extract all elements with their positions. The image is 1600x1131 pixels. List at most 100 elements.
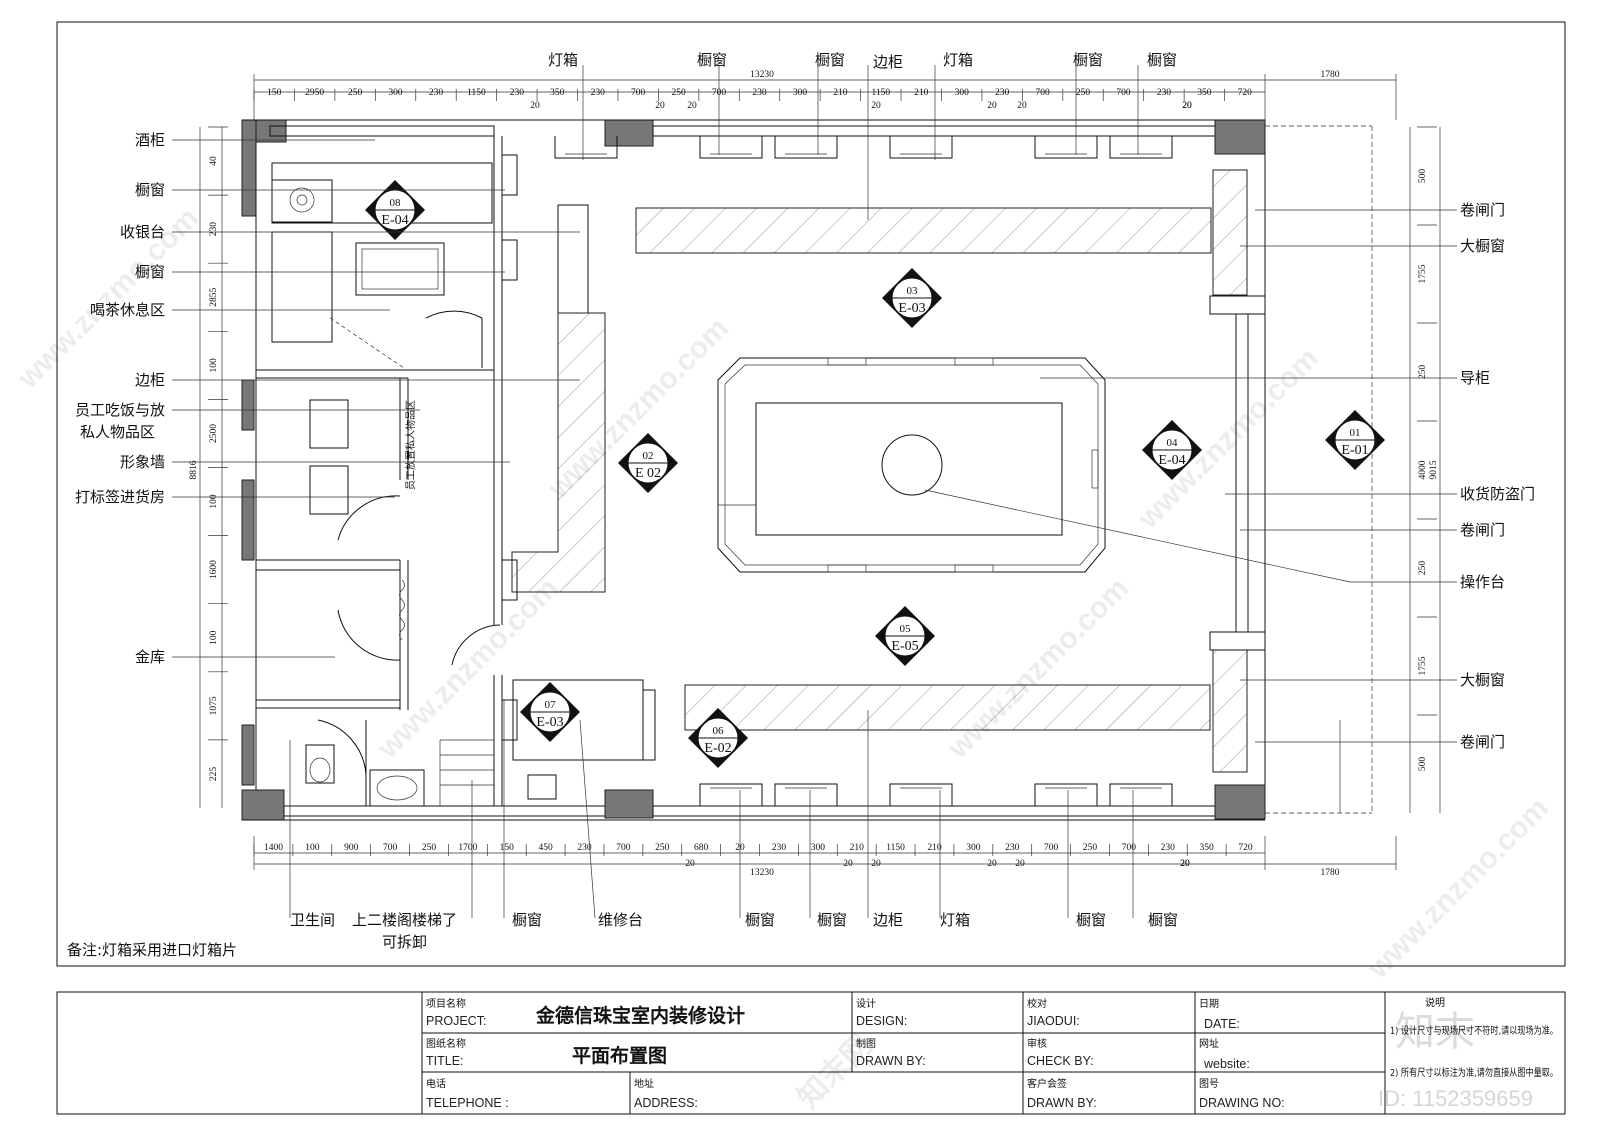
project-label-en: PROJECT: bbox=[426, 1014, 486, 1028]
section-marker-ref: E-05 bbox=[891, 639, 918, 654]
label-vault: 金库 bbox=[135, 648, 165, 666]
label-side-cabinet: 边柜 bbox=[135, 371, 165, 389]
top-display-windows bbox=[554, 136, 1173, 159]
dim-bottom-value: 210 bbox=[850, 843, 865, 853]
dim-top-value: 230 bbox=[752, 88, 767, 98]
section-marker-ref: E-04 bbox=[1158, 453, 1185, 468]
dim-top-small: 20 bbox=[1182, 101, 1192, 111]
label-shutter-1: 卷闸门 bbox=[1460, 201, 1505, 219]
dim-bottom-value: 210 bbox=[927, 843, 942, 853]
dim-left-value: 2500 bbox=[209, 424, 219, 443]
section-marker-ref: E-04 bbox=[381, 213, 408, 228]
top-label-group: 灯箱 橱窗 橱窗 边柜 灯箱 橱窗 橱窗 bbox=[548, 51, 1177, 71]
section-marker-number: 01 bbox=[1350, 427, 1361, 439]
section-marker-number: 02 bbox=[643, 450, 654, 462]
dim-bottom-small: 20 bbox=[987, 859, 997, 869]
dim-top-value: 350 bbox=[1197, 88, 1212, 98]
dim-left-value: 100 bbox=[209, 358, 219, 373]
display-window-niche bbox=[1034, 783, 1098, 806]
dim-top-small: 20 bbox=[871, 101, 881, 111]
label-image-wall: 形象墙 bbox=[120, 453, 165, 471]
label-bottom-window-1: 橱窗 bbox=[512, 911, 542, 929]
tel-label-cn: 电话 bbox=[426, 1077, 446, 1090]
dim-bottom-value: 230 bbox=[772, 843, 787, 853]
section-marker: 06E-02 bbox=[688, 708, 748, 768]
label-staff-2: 私人物品区 bbox=[80, 423, 155, 441]
title-label-cn: 图纸名称 bbox=[426, 1037, 466, 1050]
label-top-window-4: 橱窗 bbox=[1147, 51, 1177, 69]
dim-bottom-value: 230 bbox=[577, 843, 592, 853]
drawn-label-cn: 制图 bbox=[856, 1037, 876, 1050]
dim-bottom-total: 13230 bbox=[750, 868, 774, 878]
display-window-niche bbox=[1109, 136, 1173, 159]
section-marker-number: 04 bbox=[1167, 437, 1179, 449]
drawn-label-en: DRAWN BY: bbox=[856, 1054, 926, 1068]
section-marker-ref: E 02 bbox=[635, 466, 661, 481]
staff-area-label: 员工放置私人物品区 bbox=[404, 400, 417, 490]
dim-left-value: 1600 bbox=[209, 560, 219, 579]
display-window-niche bbox=[889, 136, 953, 159]
label-window-1: 橱窗 bbox=[135, 181, 165, 199]
section-marker-number: 06 bbox=[713, 725, 725, 737]
label-staff-1: 员工吃饭与放 bbox=[75, 401, 165, 419]
watermark-brand: 知末网 bbox=[792, 1028, 879, 1115]
left-rooms: 员工放置私人物品区 bbox=[256, 136, 557, 807]
dim-bottom-value: 1400 bbox=[264, 843, 283, 853]
remark-note: 备注:灯箱采用进口灯箱片 bbox=[67, 941, 237, 959]
section-marker: 01E-01 bbox=[1325, 410, 1385, 470]
watermark-logo: 知末 bbox=[1395, 1009, 1475, 1055]
title-label-en: TITLE: bbox=[426, 1054, 464, 1068]
section-marker-number: 07 bbox=[545, 699, 557, 711]
dim-left-value: 230 bbox=[209, 222, 219, 237]
dim-bottom-small: 20 bbox=[1180, 859, 1190, 869]
dim-left-value: 100 bbox=[209, 494, 219, 509]
dim-top-value: 700 bbox=[1035, 88, 1050, 98]
dim-top-value: 1150 bbox=[467, 88, 486, 98]
dim-left-value: 225 bbox=[209, 767, 219, 782]
dim-top-value: 210 bbox=[914, 88, 929, 98]
label-top-window-2: 橱窗 bbox=[815, 51, 845, 69]
label-shutter-3: 卷闸门 bbox=[1460, 733, 1505, 751]
counters bbox=[501, 154, 1212, 761]
dim-bottom-value: 720 bbox=[1238, 843, 1253, 853]
leader-lines bbox=[172, 65, 1457, 919]
dim-right-value: 1755 bbox=[1418, 264, 1428, 283]
dim-bottom-value: 300 bbox=[966, 843, 981, 853]
section-marker-ref: E-03 bbox=[536, 715, 563, 730]
drawing-title: 平面布置图 bbox=[572, 1044, 667, 1067]
dim-top-value: 300 bbox=[793, 88, 808, 98]
dim-bottom-value: 700 bbox=[1044, 843, 1059, 853]
label-shutter-2: 卷闸门 bbox=[1460, 521, 1505, 539]
display-window-niche bbox=[1034, 136, 1098, 159]
dim-bottom-value: 680 bbox=[694, 843, 709, 853]
dim-top-right: 1780 bbox=[1321, 70, 1340, 80]
dim-bottom-value: 700 bbox=[616, 843, 631, 853]
label-top-lightbox-1: 灯箱 bbox=[548, 51, 578, 69]
section-marker: 07E-03 bbox=[520, 682, 580, 742]
dim-bottom-value: 150 bbox=[500, 843, 515, 853]
left-label-group: 酒柜 橱窗 收银台 橱窗 喝茶休息区 边柜 员工吃饭与放 私人物品区 形象墙 打… bbox=[75, 131, 165, 666]
label-cashier: 收银台 bbox=[120, 223, 165, 241]
dim-bottom-value: 250 bbox=[1083, 843, 1098, 853]
dim-bottom-value: 100 bbox=[305, 843, 320, 853]
dim-bottom-value: 230 bbox=[1005, 843, 1020, 853]
label-stairs-1: 上二楼阁楼梯了 bbox=[352, 911, 457, 929]
dim-top-value: 250 bbox=[1076, 88, 1091, 98]
label-stock-room: 打标签进货房 bbox=[75, 488, 165, 506]
dim-right-total: 9015 bbox=[1429, 460, 1439, 479]
section-marker: 03E-03 bbox=[882, 268, 942, 328]
display-window-niche bbox=[774, 136, 838, 159]
label-bottom-lightbox: 灯箱 bbox=[940, 911, 970, 929]
dim-bottom-right: 1780 bbox=[1321, 868, 1340, 878]
right-label-group: 卷闸门 大橱窗 导柜 收货防盗门 卷闸门 操作台 大橱窗 卷闸门 bbox=[1460, 201, 1535, 751]
label-top-lightbox-2: 灯箱 bbox=[943, 51, 973, 69]
addr-label-en: ADDRESS: bbox=[634, 1096, 698, 1110]
client-label-cn: 客户会签 bbox=[1027, 1077, 1067, 1090]
dim-top-value: 210 bbox=[833, 88, 848, 98]
dim-bottom-value: 230 bbox=[1161, 843, 1176, 853]
label-repair-desk: 维修台 bbox=[598, 911, 643, 929]
label-top-window-1: 橱窗 bbox=[697, 51, 727, 69]
label-bottom-window-2: 橱窗 bbox=[745, 911, 775, 929]
label-bottom-side-cabinet: 边柜 bbox=[873, 911, 903, 929]
